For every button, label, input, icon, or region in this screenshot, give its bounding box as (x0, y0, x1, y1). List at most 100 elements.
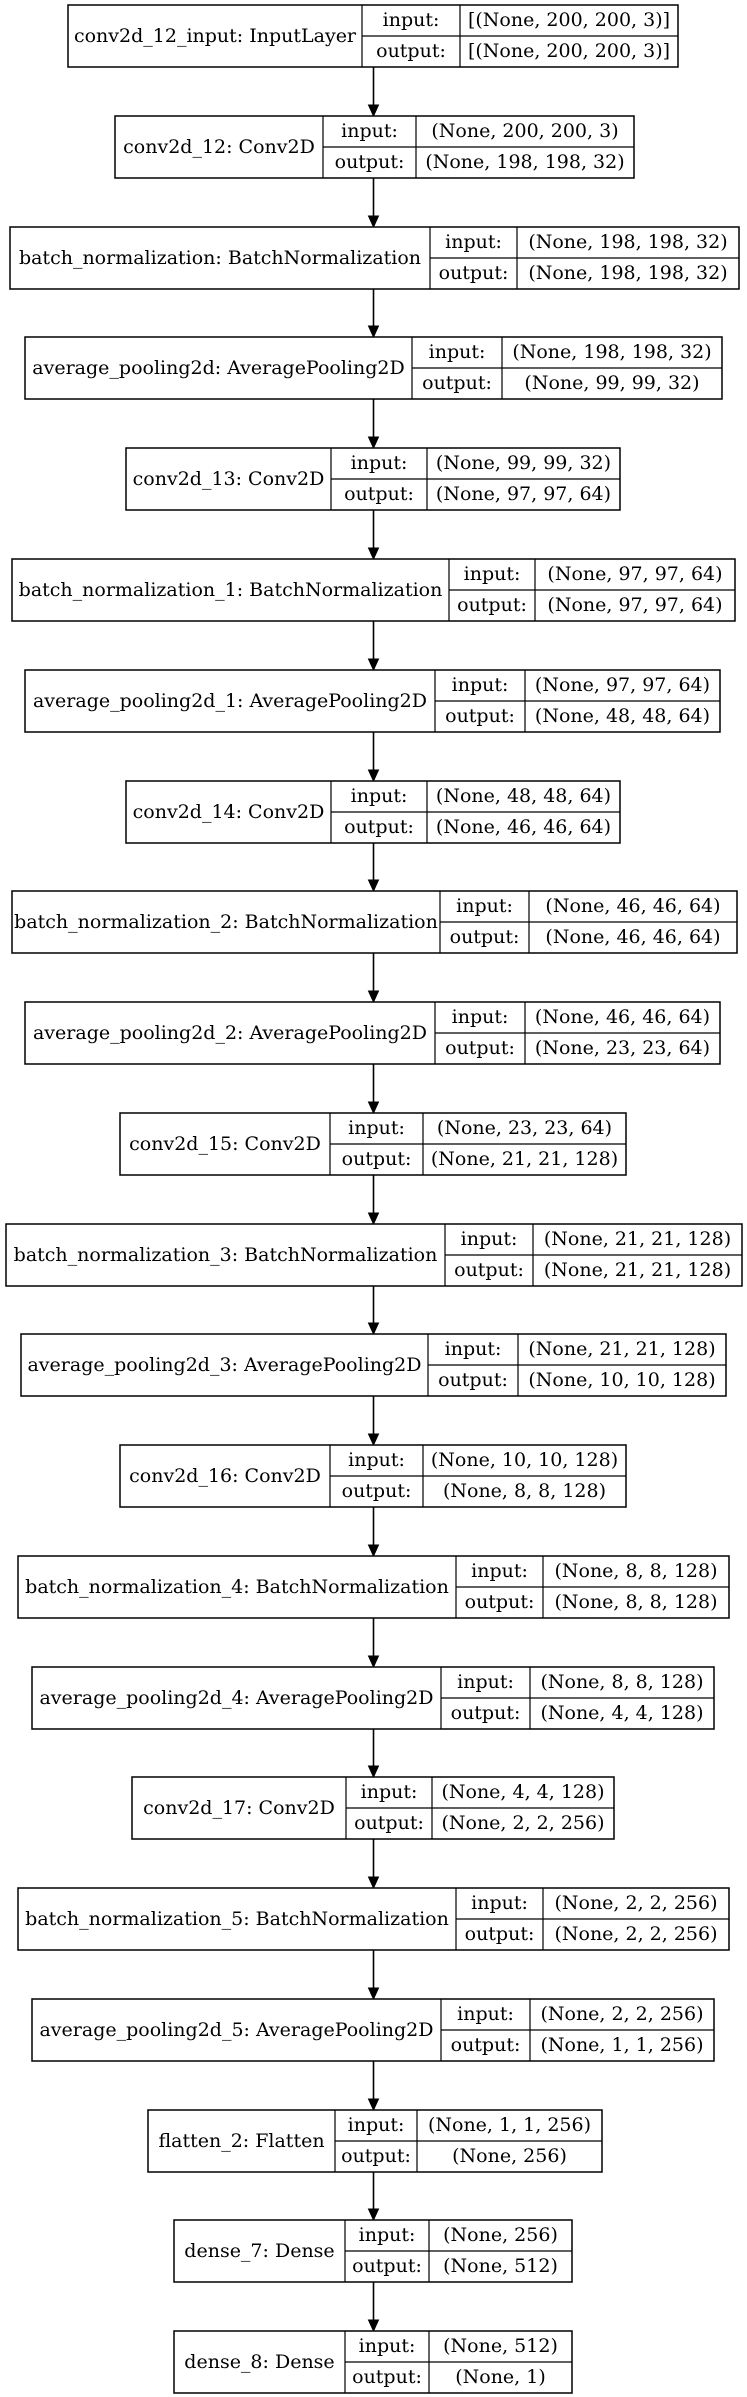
output-shape: (None, 8, 8, 128) (554, 1591, 717, 1613)
layer-name: average_pooling2d_4: AveragePooling2D (39, 1687, 433, 1709)
layer-name: average_pooling2d: AveragePooling2D (32, 357, 404, 379)
input-shape: (None, 256) (443, 2224, 558, 2246)
layer-node: average_pooling2d_4: AveragePooling2D inp… (31, 1666, 715, 1730)
input-shape: (None, 99, 99, 32) (436, 452, 611, 474)
output-shape: (None, 23, 23, 64) (535, 1037, 710, 1059)
output-label: output: (439, 262, 509, 284)
connector-arrow (367, 1286, 380, 1336)
layer-node: batch_normalization: BatchNormalizationi… (9, 226, 740, 290)
output-label: output: (352, 2366, 422, 2388)
output-label: output: (451, 1702, 521, 1724)
layer-name: batch_normalization_2: BatchNormalizatio… (14, 911, 438, 933)
input-label: input: (464, 563, 521, 585)
input-shape: (None, 512) (443, 2335, 558, 2357)
input-shape: (None, 8, 8, 128) (540, 1671, 703, 1693)
input-label: input: (348, 1117, 405, 1139)
layer-node: conv2d_13: Conv2D input: output: (None, 99,… (125, 447, 621, 511)
connector-arrow (367, 178, 380, 229)
input-label: input: (348, 1449, 405, 1471)
output-shape: (None, 99, 99, 32) (524, 372, 699, 394)
layer-node: average_pooling2d_1: AveragePooling2D inp… (24, 669, 721, 733)
layer-name: conv2d_17: Conv2D (143, 1797, 335, 1819)
layer-name: dense_8: Dense (184, 2351, 334, 2373)
connector-arrow (367, 621, 380, 672)
connector-arrow (367, 1839, 380, 1890)
layer-node: average_pooling2d_5: AveragePooling2Dinp… (31, 1998, 715, 2062)
output-label: output: (352, 2255, 422, 2277)
layer-name: batch_normalization_3: BatchNormalizatio… (14, 1244, 438, 1266)
output-shape: (None, 8, 8, 128) (443, 1480, 606, 1502)
input-label: input: (471, 1560, 528, 1582)
output-label: output: (344, 483, 414, 505)
output-shape: (None, 21, 21, 128) (431, 1148, 618, 1170)
layer-name: batch_normalization: BatchNormalization (19, 247, 421, 269)
input-shape: (None, 46, 46, 64) (545, 895, 720, 917)
input-label: input: (457, 1671, 514, 1693)
input-shape: (None, 21, 21, 128) (528, 1338, 715, 1360)
input-shape: (None, 97, 97, 64) (547, 563, 722, 585)
connector-arrow (367, 2061, 380, 2112)
output-label: output: (335, 151, 405, 173)
input-label: input: (461, 1228, 518, 1250)
output-label: output: (438, 1369, 508, 1391)
input-shape: (None, 2, 2, 256) (554, 1892, 717, 1914)
input-label: input: (452, 1006, 509, 1028)
input-shape: (None, 23, 23, 64) (437, 1117, 612, 1139)
layer-node: average_pooling2d: AveragePooling2D input… (24, 336, 723, 400)
layer-box (24, 669, 721, 733)
input-label: input: (383, 9, 440, 31)
output-shape: (None, 4, 4, 128) (540, 1702, 703, 1724)
input-shape: (None, 2, 2, 256) (540, 2003, 703, 2025)
input-shape: (None, 1, 1, 256) (428, 2114, 591, 2136)
output-label: output: (465, 1591, 535, 1613)
layer-node: batch_normalization_2: BatchNormalizatio… (11, 890, 738, 954)
layer-name: dense_7: Dense (184, 2240, 334, 2262)
output-shape: (None, 48, 48, 64) (535, 705, 710, 727)
layer-name: average_pooling2d_5: AveragePooling2D (39, 2019, 433, 2041)
output-label: output: (457, 594, 527, 616)
output-label: output: (451, 2034, 521, 2056)
connector-arrow (367, 289, 380, 339)
output-label: output: (450, 926, 520, 948)
layer-name: average_pooling2d_2: AveragePooling2D (33, 1022, 427, 1044)
input-label: input: (359, 2224, 416, 2246)
output-label: output: (422, 372, 492, 394)
output-shape: (None, 512) (443, 2255, 558, 2277)
input-label: input: (456, 895, 513, 917)
output-label: output: (445, 705, 515, 727)
connector-arrow (367, 1950, 380, 2001)
layer-name: flatten_2: Flatten (158, 2130, 324, 2152)
connector-arrow (367, 510, 380, 561)
connector-arrow (367, 953, 380, 1004)
layer-name: conv2d_13: Conv2D (133, 468, 325, 490)
layer-name: average_pooling2d_3: AveragePooling2D (27, 1354, 421, 1376)
layer-node: batch_normalization_5: BatchNormalizatio… (17, 1887, 730, 1951)
layer-name: average_pooling2d_1: AveragePooling2D (33, 690, 427, 712)
output-shape: (None, 97, 97, 64) (436, 483, 611, 505)
input-label: input: (452, 674, 509, 696)
input-shape: (None, 97, 97, 64) (535, 674, 710, 696)
input-shape: (None, 8, 8, 128) (554, 1560, 717, 1582)
connector-arrow (367, 843, 380, 893)
connector-arrow (367, 732, 380, 783)
input-label: input: (429, 341, 486, 363)
input-shape: (None, 4, 4, 128) (441, 1781, 604, 1803)
input-label: input: (351, 452, 408, 474)
input-shape: [(None, 200, 200, 3)] (468, 9, 670, 31)
output-shape: (None, 2, 2, 256) (441, 1812, 604, 1834)
input-shape: (None, 10, 10, 128) (431, 1449, 618, 1471)
output-label: output: (341, 2145, 411, 2167)
output-shape: (None, 256) (452, 2145, 567, 2167)
connector-arrow (367, 1729, 380, 1779)
output-shape: (None, 97, 97, 64) (547, 594, 722, 616)
layer-name: batch_normalization_4: BatchNormalizatio… (25, 1576, 449, 1598)
output-shape: (None, 1, 1, 256) (540, 2034, 703, 2056)
output-label: output: (344, 816, 414, 838)
layer-name: batch_normalization_1: BatchNormalizatio… (19, 579, 443, 601)
layer-name: conv2d_12: Conv2D (123, 136, 315, 158)
layer-name: conv2d_16: Conv2D (129, 1465, 321, 1487)
